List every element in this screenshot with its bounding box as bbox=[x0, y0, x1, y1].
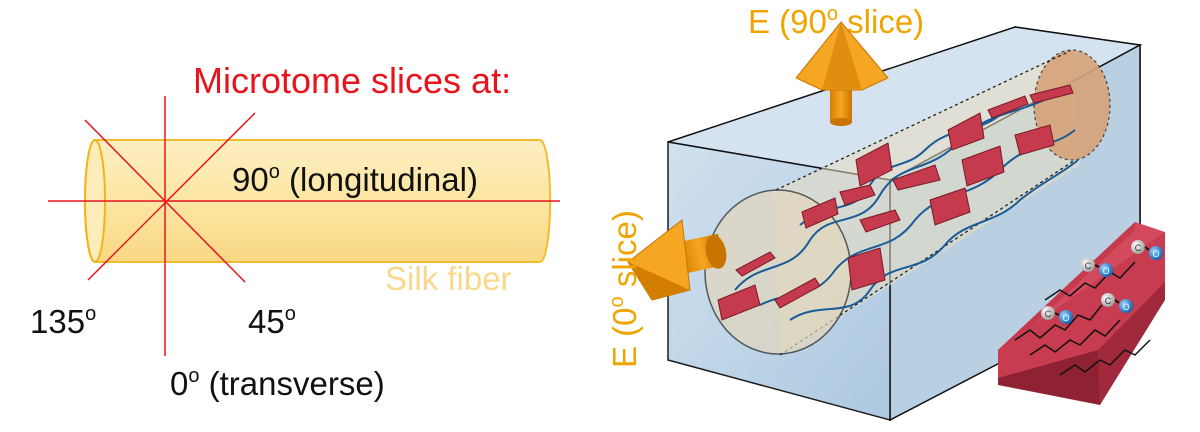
slice-line-45 bbox=[84, 119, 246, 283]
cylinder-back-end bbox=[1033, 49, 1111, 161]
block-front-top bbox=[998, 222, 1135, 358]
svg-text:O: O bbox=[1102, 266, 1109, 276]
molecular-detail-block: C O C O C O C O bbox=[998, 222, 1165, 405]
svg-text:C: C bbox=[1045, 309, 1052, 319]
svg-text:C: C bbox=[1085, 261, 1092, 271]
carbonyl-group-4: C O bbox=[1101, 293, 1133, 313]
carbon-atom bbox=[1101, 293, 1115, 307]
label-0-transverse: 0o (transverse) bbox=[170, 365, 385, 402]
label-135: 135o bbox=[30, 303, 96, 340]
cylinder-bottom-edge bbox=[779, 159, 1076, 356]
arrow-side-label: E (0o slice) bbox=[606, 210, 643, 368]
carbonyl-group-2: C O bbox=[1131, 240, 1163, 260]
crystal-plates bbox=[717, 84, 1074, 321]
svg-text:O: O bbox=[1152, 249, 1159, 259]
cylinder-top-edge bbox=[775, 50, 1071, 191]
svg-text:C: C bbox=[1105, 296, 1112, 306]
silk-fiber-label: Silk fiber bbox=[385, 260, 512, 297]
carbonyl-group-1: C O bbox=[1081, 258, 1113, 277]
block-side bbox=[1098, 282, 1165, 405]
svg-text:O: O bbox=[1122, 302, 1129, 312]
svg-text:C: C bbox=[1135, 243, 1142, 253]
fiber-diagram: Microtome slices at: 90o (longitudinal) … bbox=[30, 60, 560, 402]
arrow-left-icon bbox=[627, 219, 727, 301]
oxygen-atom bbox=[1149, 246, 1163, 260]
svg-text:O: O bbox=[1062, 313, 1069, 323]
block-bottom bbox=[998, 350, 1100, 405]
microtome-heading: Microtome slices at: bbox=[193, 60, 511, 101]
slice-line-135 bbox=[87, 112, 256, 281]
molecule-chains bbox=[1014, 261, 1151, 376]
label-90-longitudinal: 90o (longitudinal) bbox=[232, 161, 478, 198]
arrow-up-icon bbox=[795, 21, 889, 126]
carbon-atom bbox=[1131, 240, 1145, 254]
oxygen-atom bbox=[1119, 299, 1133, 313]
oxygen-atom bbox=[1059, 310, 1073, 324]
fiber-box-diagram: E (90o slice) E (0o slice) bbox=[606, 3, 1143, 422]
carbon-atom bbox=[1081, 258, 1095, 272]
carbon-atom bbox=[1041, 306, 1055, 320]
carbonyl-group-3: C O bbox=[1041, 306, 1073, 324]
label-45: 45o bbox=[248, 303, 296, 340]
oxygen-atom bbox=[1099, 263, 1113, 277]
arrow-top-label: E (90o slice) bbox=[748, 3, 924, 40]
